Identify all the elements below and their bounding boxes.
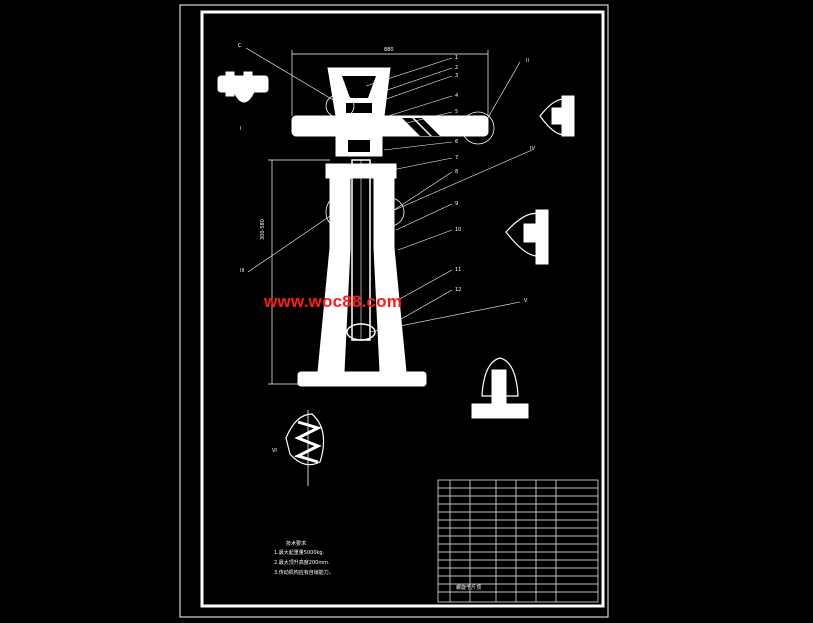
outer-frame xyxy=(179,4,609,618)
part-number: 8 xyxy=(455,169,458,175)
technical-notes: 技术要求 1.最大起重量5000kg. 2.最大顶升高度200mm. 3.传动机… xyxy=(274,540,334,576)
section-label: IV xyxy=(530,146,535,152)
parts-list-table xyxy=(437,479,599,603)
part-number: 5 xyxy=(455,109,458,115)
part-number-labels: 1 2 3 4 5 6 7 8 9 10 11 12 xyxy=(455,55,461,293)
part-number: 4 xyxy=(455,93,458,99)
detail-view-ii xyxy=(539,95,575,137)
leader-lines xyxy=(245,47,533,333)
width-dimension-label: 880 xyxy=(384,47,394,53)
detail-view-vi xyxy=(285,410,325,486)
part-number: 7 xyxy=(455,155,458,161)
watermark-text: www.woc88.com xyxy=(264,292,403,311)
note-line: 3.传动机构应有自锁能力。 xyxy=(274,569,334,576)
height-dimension-label: 300-580 xyxy=(260,219,266,240)
part-number: 2 xyxy=(455,65,458,71)
part-number: 11 xyxy=(455,267,461,273)
part-number: 3 xyxy=(455,73,458,79)
section-label: VI xyxy=(272,448,277,454)
part-number: 6 xyxy=(455,139,458,145)
section-label: V xyxy=(524,298,528,304)
detail-view-v xyxy=(471,357,529,419)
section-label: C xyxy=(238,43,242,49)
section-label: III xyxy=(240,268,244,274)
inner-frame xyxy=(200,10,605,608)
screw-jack-assembly xyxy=(291,67,489,387)
dimension-lines xyxy=(268,50,489,385)
part-number: 1 xyxy=(455,55,458,61)
part-number: 10 xyxy=(455,227,461,233)
part-number: 12 xyxy=(455,287,461,293)
section-labels: C I II III IV V VI xyxy=(238,43,535,454)
detail-view-iv xyxy=(505,209,549,265)
section-label: I xyxy=(240,126,241,132)
section-label: II xyxy=(526,58,529,64)
notes-title: 技术要求 xyxy=(286,540,306,547)
detail-view-c xyxy=(217,71,269,103)
drawing-name: 螺旋千斤顶 xyxy=(456,584,481,591)
note-line: 2.最大顶升高度200mm. xyxy=(274,559,330,566)
handle-bar xyxy=(291,115,489,137)
base-plate xyxy=(297,371,427,387)
part-number: 9 xyxy=(455,201,458,207)
note-line: 1.最大起重量5000kg. xyxy=(274,549,325,556)
